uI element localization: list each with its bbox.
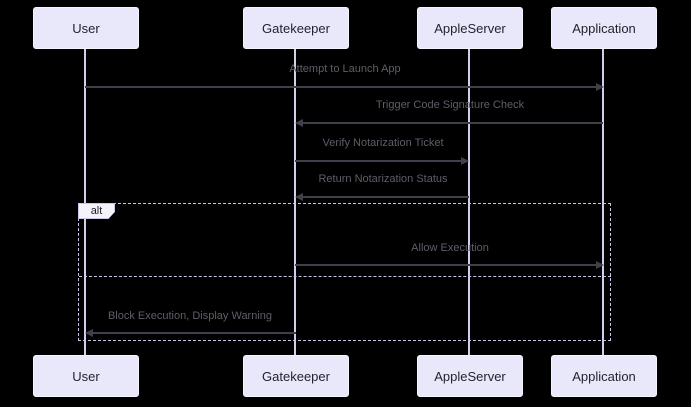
participant-label: User	[72, 368, 100, 384]
participant-user-bottom: User	[33, 355, 139, 397]
participant-gatekeeper-top: Gatekeeper	[243, 7, 349, 49]
lifeline-appleserver	[468, 49, 470, 355]
participant-label: AppleServer	[434, 368, 506, 384]
lifeline-user	[84, 49, 86, 355]
participant-label: Application	[572, 20, 636, 36]
participant-label: AppleServer	[434, 20, 506, 36]
message-label: Block Execution, Display Warning	[107, 310, 273, 322]
message-line	[295, 160, 461, 162]
participant-appleserver-top: AppleServer	[417, 7, 523, 49]
message-label: Attempt to Launch App	[289, 63, 401, 75]
alt-fragment-label: alt	[78, 203, 115, 219]
participant-gatekeeper-bottom: Gatekeeper	[243, 355, 349, 397]
lifeline-gatekeeper	[294, 49, 296, 355]
message-label: Allow Execution	[411, 242, 489, 254]
lifeline-application	[602, 49, 604, 355]
participant-label: Application	[572, 368, 636, 384]
arrowhead-right-icon	[596, 261, 604, 269]
alt-fragment-divider	[79, 276, 611, 277]
message-label: Trigger Code Signature Check	[375, 99, 525, 111]
message-line	[85, 86, 597, 88]
message-label: Return Notarization Status	[318, 173, 448, 185]
arrowhead-left-icon	[295, 193, 303, 201]
message-line	[303, 196, 469, 198]
participant-appleserver-bottom: AppleServer	[417, 355, 523, 397]
participant-label: User	[72, 20, 100, 36]
message-line	[303, 122, 603, 124]
alt-label-text: alt	[90, 205, 103, 217]
arrowhead-left-icon	[85, 329, 93, 337]
arrowhead-right-icon	[596, 83, 604, 91]
participant-user-top: User	[33, 7, 139, 49]
participant-application-bottom: Application	[551, 355, 657, 397]
participant-application-top: Application	[551, 7, 657, 49]
alt-fragment-frame	[78, 203, 611, 341]
arrowhead-left-icon	[295, 119, 303, 127]
participant-label: Gatekeeper	[262, 368, 330, 384]
message-line	[295, 264, 597, 266]
message-line	[93, 332, 296, 334]
participant-label: Gatekeeper	[262, 20, 330, 36]
message-label: Verify Notarization Ticket	[322, 137, 444, 149]
arrowhead-right-icon	[461, 157, 469, 165]
